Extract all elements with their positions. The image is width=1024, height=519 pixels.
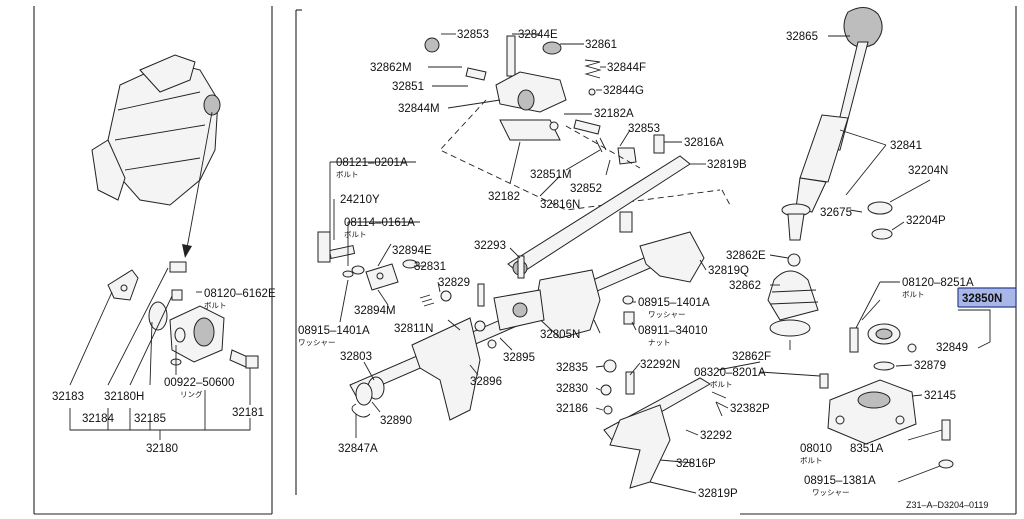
label-08120-8251A-jp: ボルト: [902, 290, 925, 299]
left-panel-frame: [33, 6, 273, 515]
label-08114-jp: ボルト: [344, 230, 367, 239]
label-08010[interactable]: 08010: [800, 443, 832, 455]
label-08120-8251A[interactable]: 08120–8251A: [902, 277, 974, 289]
label-32844E[interactable]: 32844E: [518, 29, 558, 41]
label-32850N[interactable]: 32850N: [962, 293, 1002, 305]
label-32853-top[interactable]: 32853: [457, 29, 489, 41]
label-32182A[interactable]: 32182A: [594, 108, 634, 120]
label-32184[interactable]: 32184: [82, 413, 115, 425]
label-32181[interactable]: 32181: [232, 407, 264, 419]
label-32862F[interactable]: 32862F: [732, 351, 771, 363]
diagram-code: Z31–A–D3204–0119: [906, 500, 988, 510]
label-32896[interactable]: 32896: [470, 376, 502, 388]
label-32803[interactable]: 32803: [340, 351, 372, 363]
label-32865[interactable]: 32865: [786, 31, 818, 43]
label-00922-jp: リング: [180, 389, 203, 399]
label-32204N[interactable]: 32204N: [908, 165, 948, 177]
label-32862E[interactable]: 32862E: [726, 250, 766, 262]
label-32183[interactable]: 32183: [52, 391, 84, 403]
label-32862[interactable]: 32862: [729, 280, 761, 292]
label-32831[interactable]: 32831: [414, 261, 446, 273]
lower-left-leader-lines: [69, 267, 251, 440]
label-32829[interactable]: 32829: [438, 277, 470, 289]
label-08915-right-jp: ワッシャー: [648, 310, 686, 319]
label-08320-jp: ボルト: [710, 380, 733, 389]
label-32292N[interactable]: 32292N: [640, 359, 680, 371]
label-08010-jp: ボルト: [800, 456, 823, 465]
main-leader-lines: [329, 33, 991, 494]
transmission-assembly-illustration: [91, 54, 221, 258]
label-24210Y[interactable]: 24210Y: [340, 194, 380, 206]
label-32293[interactable]: 32293: [474, 240, 506, 252]
label-32182[interactable]: 32182: [488, 191, 520, 203]
label-08915-left-jp: ワッシャー: [298, 338, 336, 347]
label-32145[interactable]: 32145: [924, 390, 956, 402]
label-32895[interactable]: 32895: [503, 352, 535, 364]
label-32853-mid[interactable]: 32853: [628, 123, 660, 135]
label-08915-1381A[interactable]: 08915–1381A: [804, 475, 876, 487]
label-32835[interactable]: 32835: [556, 362, 588, 374]
label-32849[interactable]: 32849: [936, 342, 968, 354]
shift-mechanism-illustration: [317, 7, 954, 489]
label-32844F[interactable]: 32844F: [607, 62, 646, 74]
label-32382P[interactable]: 32382P: [730, 403, 770, 415]
label-08915-1381A-jp: ワッシャー: [812, 488, 850, 497]
label-32861[interactable]: 32861: [585, 39, 617, 51]
label-32185[interactable]: 32185: [134, 413, 166, 425]
label-32890[interactable]: 32890: [380, 415, 412, 427]
label-00922-50600[interactable]: 00922–50600: [164, 377, 234, 389]
label-32844G[interactable]: 32844G: [603, 85, 644, 97]
label-32675[interactable]: 32675: [820, 207, 852, 219]
label-32180[interactable]: 32180: [146, 443, 178, 455]
label-32852[interactable]: 32852: [570, 183, 602, 195]
label-32292[interactable]: 32292: [700, 430, 732, 442]
label-32816A[interactable]: 32816A: [684, 137, 724, 149]
lower-left-parts: [107, 261, 259, 369]
label-8351A[interactable]: 8351A: [850, 443, 884, 455]
main-panel-frame: [295, 6, 1017, 515]
label-32847A[interactable]: 32847A: [338, 443, 378, 455]
label-32879[interactable]: 32879: [914, 360, 946, 372]
label-32819Q[interactable]: 32819Q: [708, 265, 749, 277]
label-32805N[interactable]: 32805N: [540, 329, 580, 341]
label-08915-1401A-right[interactable]: 08915–1401A: [638, 297, 710, 309]
label-32204P[interactable]: 32204P: [906, 215, 946, 227]
label-08911-jp: ナット: [648, 338, 671, 347]
label-32816N[interactable]: 32816N: [540, 199, 580, 211]
label-08121-0201A[interactable]: 08121–0201A: [336, 157, 408, 169]
part-labels: 32853 32844E 32861 32862M 32844F 32851 3…: [52, 29, 1017, 510]
label-32841[interactable]: 32841: [890, 140, 922, 152]
label-08320-8201A[interactable]: 08320–8201A: [694, 367, 766, 379]
label-32894E[interactable]: 32894E: [392, 245, 432, 257]
highlight-32850N-box[interactable]: [957, 287, 1017, 308]
label-32819B[interactable]: 32819B: [707, 159, 747, 171]
label-32894M[interactable]: 32894M: [354, 305, 396, 317]
label-08120-6162E[interactable]: 08120–6162E: [204, 288, 276, 300]
label-08114-0161A[interactable]: 08114–0161A: [344, 217, 415, 229]
label-08121-jp: ボルト: [336, 170, 359, 179]
label-08915-1401A-left[interactable]: 08915–1401A: [298, 325, 370, 337]
label-32862M[interactable]: 32862M: [370, 62, 412, 74]
label-08120-6162E-jp: ボルト: [204, 301, 227, 310]
label-32844M[interactable]: 32844M: [398, 103, 440, 115]
label-32811N[interactable]: 32811N: [394, 323, 433, 335]
label-32851[interactable]: 32851: [392, 81, 424, 93]
label-32819P[interactable]: 32819P: [698, 488, 738, 500]
label-32180H[interactable]: 32180H: [104, 391, 144, 403]
label-32186[interactable]: 32186: [556, 403, 588, 415]
label-32851M[interactable]: 32851M: [530, 169, 572, 181]
label-32830[interactable]: 32830: [556, 383, 588, 395]
label-08911-34010[interactable]: 08911–34010: [638, 325, 708, 337]
label-32816P[interactable]: 32816P: [676, 458, 716, 470]
